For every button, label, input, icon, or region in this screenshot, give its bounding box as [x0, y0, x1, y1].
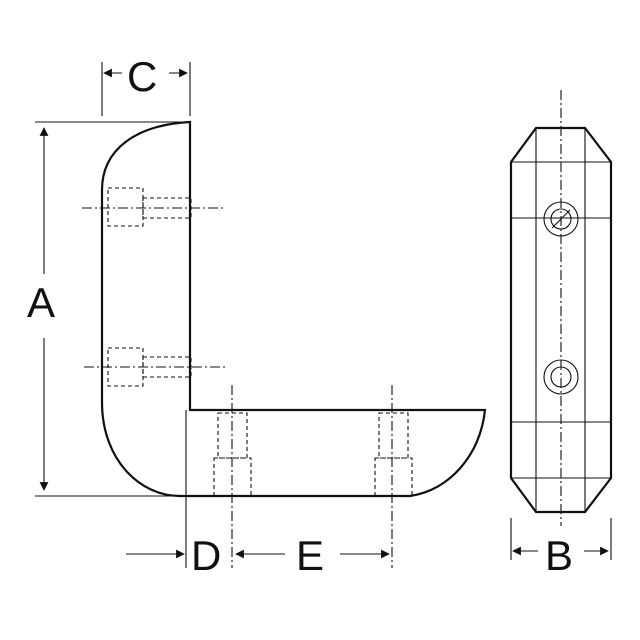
front-view: B — [509, 90, 613, 579]
side-view: C A D E — [27, 53, 487, 579]
dimension-a-label: A — [27, 279, 55, 326]
dimension-d: D — [126, 410, 221, 579]
dimension-c: C — [101, 53, 191, 116]
dimension-e: E — [235, 532, 390, 579]
bottom-right-hole-detail — [374, 385, 413, 568]
dimension-b: B — [510, 518, 612, 579]
dimension-e-label: E — [296, 532, 324, 579]
dimension-b-label: B — [545, 532, 573, 579]
front-upper-hole — [543, 201, 579, 237]
bottom-left-hole-detail — [213, 385, 252, 568]
dimension-a: A — [27, 127, 55, 491]
dimension-d-label: D — [191, 532, 221, 579]
upper-hole-detail — [82, 187, 225, 227]
dimension-c-label: C — [127, 53, 157, 100]
l-bracket-outline — [100, 120, 487, 498]
lower-hole-detail — [84, 347, 225, 387]
front-lower-hole — [543, 359, 579, 395]
